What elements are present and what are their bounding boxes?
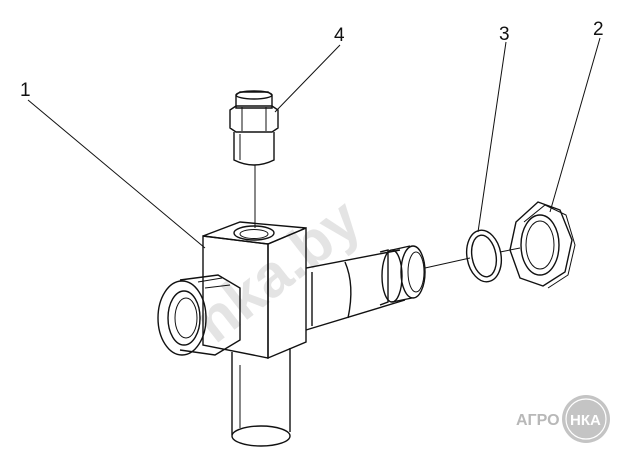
- part-label-4: 4: [334, 25, 345, 46]
- leader-line-1: [27, 99, 206, 249]
- leader-line-2: [549, 37, 601, 213]
- logo-left-text: АГРО: [516, 412, 560, 429]
- fitting-part-4: [229, 90, 279, 166]
- horizontal-axis-line: [424, 257, 471, 269]
- logo-circle: [562, 395, 610, 443]
- logo-circle-text: НКА: [570, 412, 601, 429]
- tee-body-part-1: [157, 221, 426, 447]
- part-label-2: 2: [593, 19, 604, 40]
- agronka-logo: АГРО НКА: [516, 395, 610, 443]
- leader-line-3: [477, 41, 507, 233]
- hex-nut-part-2: [509, 201, 576, 289]
- leader-line-4: [274, 44, 341, 113]
- part-label-1: 1: [20, 80, 31, 101]
- watermark-text: nka.by: [182, 185, 374, 355]
- o-ring-part-3: [465, 229, 503, 283]
- part-label-3: 3: [499, 24, 510, 45]
